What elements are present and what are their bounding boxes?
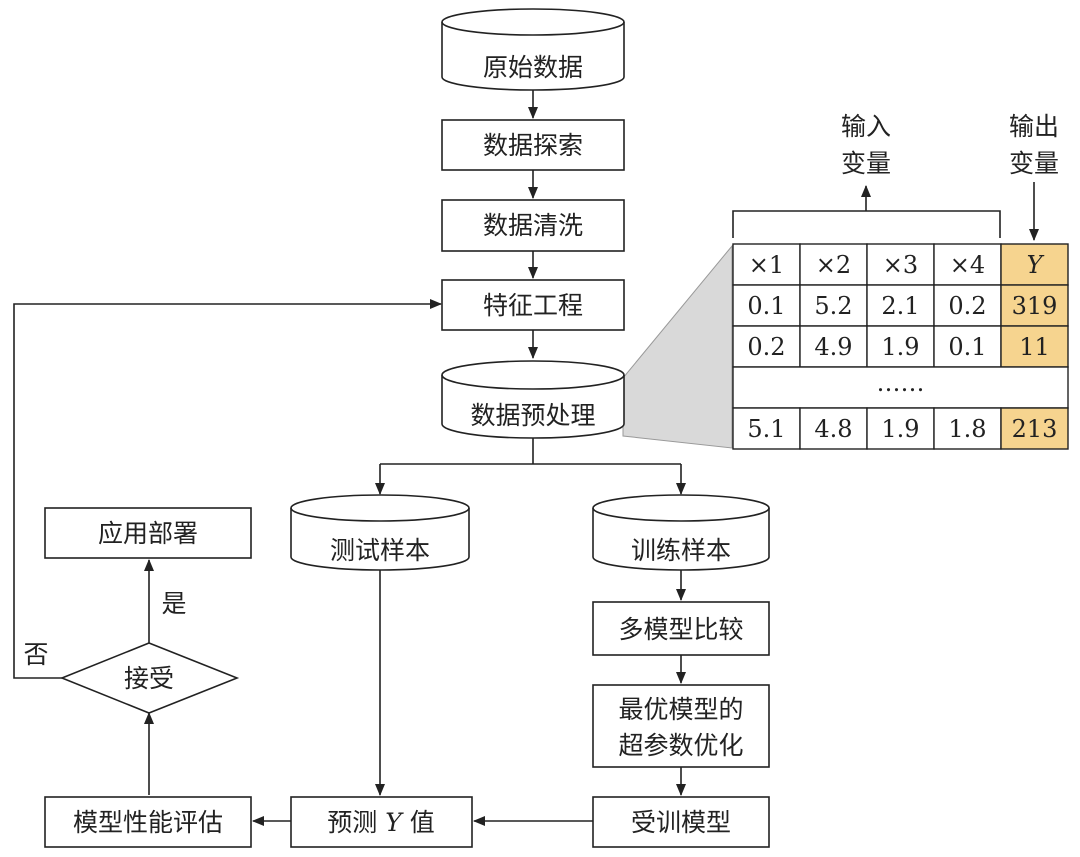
arrow-reject-loop xyxy=(13,299,442,679)
hyperparam-node: 最优模型的 超参数优化 xyxy=(592,684,770,768)
table-cell xyxy=(1000,325,1069,368)
zoom-wedge xyxy=(622,244,733,449)
table-cell xyxy=(732,243,801,286)
input-label-line2: 变量 xyxy=(841,149,891,178)
yes-label: 是 xyxy=(161,589,186,618)
hyperparam-label-line1: 最优模型的 xyxy=(618,695,743,724)
accept-label: 接受 xyxy=(124,664,174,693)
table-cell xyxy=(732,407,801,450)
predict-y-node: 预测 Y 值 xyxy=(290,796,473,848)
table-value: 4.9 xyxy=(814,333,852,361)
data-cleaning-node: 数据清洗 xyxy=(441,199,625,252)
train-sample-label: 训练样本 xyxy=(631,536,731,565)
test-sample-label: 测试样本 xyxy=(330,536,430,565)
table-cell xyxy=(799,243,868,286)
table-header: ×2 xyxy=(816,251,851,279)
table-ellipsis-row xyxy=(732,366,1069,409)
multi-model-compare-label: 多模型比较 xyxy=(618,615,743,644)
data-cleaning-label: 数据清洗 xyxy=(483,211,583,240)
table-value: 0.2 xyxy=(948,292,986,320)
data-table: ×1 ×2 ×3 ×4 Y 0.1 5.2 2.1 0.2 319 0.2 4.9 1.9 0.1 11 ……… xyxy=(732,243,1069,450)
table-value: 1.8 xyxy=(948,415,986,443)
deployment-label: 应用部署 xyxy=(98,519,198,548)
table-value: 0.2 xyxy=(747,333,785,361)
hyperparam-label-line2: 超参数优化 xyxy=(618,731,743,760)
no-label: 否 xyxy=(23,640,48,669)
table-value: 5.2 xyxy=(814,292,852,320)
raw-data-node: 原始数据 xyxy=(441,8,625,91)
feature-engineering-node: 特征工程 xyxy=(441,279,625,331)
table-cell xyxy=(933,407,1002,450)
model-evaluation-label: 模型性能评估 xyxy=(73,808,223,837)
table-header: ×1 xyxy=(749,251,784,279)
deployment-node: 应用部署 xyxy=(44,507,252,559)
input-bracket xyxy=(732,210,1001,238)
data-exploration-label: 数据探索 xyxy=(483,131,583,160)
output-label-line2: 变量 xyxy=(1009,149,1059,178)
table-value: 0.1 xyxy=(747,292,785,320)
table-ellipsis: …… xyxy=(877,369,925,397)
table-cell xyxy=(799,407,868,450)
model-evaluation-node: 模型性能评估 xyxy=(44,796,252,848)
accept-decision-node: 接受 xyxy=(59,642,240,714)
preprocessing-label: 数据预处理 xyxy=(470,401,595,430)
trained-model-label: 受训模型 xyxy=(631,808,731,837)
table-cell xyxy=(799,284,868,327)
feature-engineering-label: 特征工程 xyxy=(483,291,583,320)
data-exploration-node: 数据探索 xyxy=(441,119,625,171)
train-sample-node: 训练样本 xyxy=(592,494,770,571)
table-value: 4.8 xyxy=(814,415,852,443)
table-value: 1.9 xyxy=(881,415,919,443)
table-value: 0.1 xyxy=(948,333,986,361)
table-header: Y xyxy=(1027,251,1045,279)
input-label-line1: 输入 xyxy=(841,112,891,141)
table-value: 213 xyxy=(1012,415,1058,443)
trained-model-node: 受训模型 xyxy=(592,796,770,848)
table-value: 319 xyxy=(1012,292,1058,320)
table-cell xyxy=(1000,243,1069,286)
table-header: ×4 xyxy=(950,251,985,279)
table-cell xyxy=(1000,407,1069,450)
table-cell xyxy=(933,243,1002,286)
multi-model-compare-node: 多模型比较 xyxy=(592,601,770,656)
table-cell xyxy=(732,325,801,368)
table-header: ×3 xyxy=(883,251,918,279)
test-sample-node: 测试样本 xyxy=(290,494,470,571)
preprocessing-node: 数据预处理 xyxy=(441,360,625,439)
predict-y-label: 预测 Y 值 xyxy=(327,808,434,837)
output-label-line1: 输出 xyxy=(1009,112,1059,141)
table-value: 11 xyxy=(1019,333,1050,361)
table-value: 2.1 xyxy=(881,292,919,320)
raw-data-label: 原始数据 xyxy=(483,53,583,82)
table-value: 5.1 xyxy=(747,415,785,443)
table-value: 1.9 xyxy=(881,333,919,361)
